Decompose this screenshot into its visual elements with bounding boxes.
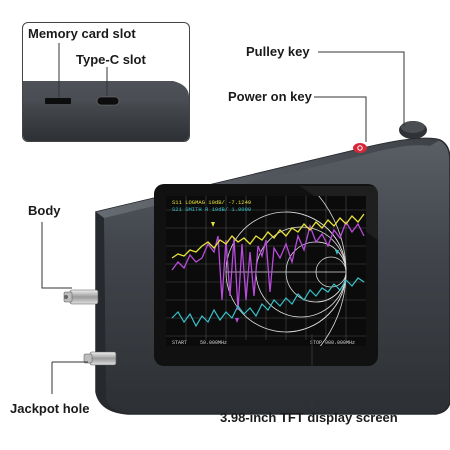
marker-2 xyxy=(335,250,339,255)
callout-lines xyxy=(41,51,405,408)
inset-illustration xyxy=(23,43,189,141)
marker-1 xyxy=(211,222,215,227)
tft-display-screen: S11 LOGMAG 10dB/ -7.1249 S21 SMITH R 10d… xyxy=(166,196,366,346)
pulley-key[interactable] xyxy=(399,121,427,139)
power-icon xyxy=(357,145,363,151)
port-detail-inset xyxy=(22,22,190,142)
power-on-key[interactable] xyxy=(353,143,367,153)
memory-card-slot[interactable] xyxy=(45,98,71,104)
label-type-c-slot: Type-C slot xyxy=(76,52,146,67)
label-body: Body xyxy=(28,203,61,218)
label-jackpot-hole: Jackpot hole xyxy=(10,401,90,416)
screen-footer-start: START xyxy=(172,340,187,346)
trace-cyan xyxy=(171,277,365,328)
label-pulley-key: Pulley key xyxy=(246,44,310,59)
label-power-on-key: Power on key xyxy=(228,89,312,104)
sma-connector-bottom[interactable] xyxy=(83,351,117,366)
type-c-slot[interactable] xyxy=(96,96,120,106)
label-memory-card-slot: Memory card slot xyxy=(28,26,136,41)
trace-yellow xyxy=(171,213,365,259)
screen-footer-stop: STOP 900.000MHz xyxy=(310,340,355,346)
screen-grid xyxy=(166,196,366,340)
connector-icon xyxy=(64,295,68,299)
marker-3 xyxy=(235,318,239,323)
screen-header-line1: S11 LOGMAG 10dB/ -7.1249 xyxy=(172,199,251,206)
screen-header-line2: S21 SMITH R 10dB/ 1.0000 xyxy=(172,206,251,213)
label-display-screen: 3.98-inch TFT display screen xyxy=(220,410,398,425)
trace-purple xyxy=(171,220,365,311)
screen-footer-freq: 50.000MHz xyxy=(200,340,227,346)
sma-connector-top[interactable] xyxy=(63,289,99,305)
